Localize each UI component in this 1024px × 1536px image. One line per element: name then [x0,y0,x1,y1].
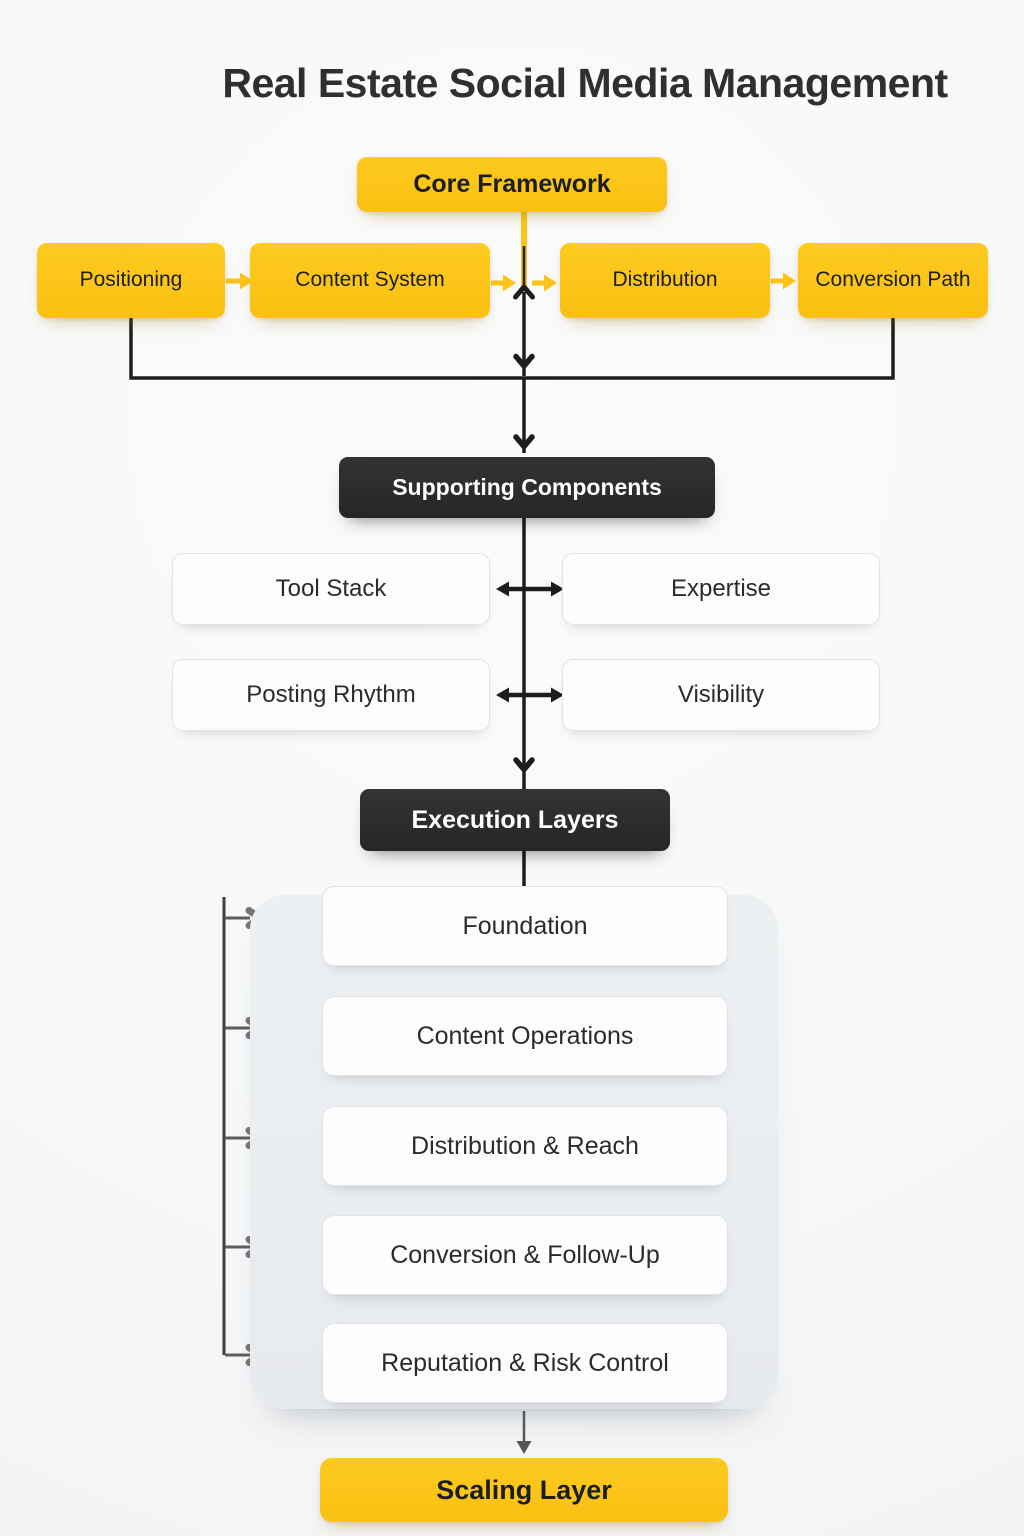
supporting-node-expertise: Expertise [562,553,880,625]
double-arrow-tool-expertise [496,581,564,597]
scaling-layer-node: Scaling Layer [320,1458,728,1522]
execution-node-distribution-reach: Distribution & Reach [322,1106,728,1186]
execution-node-conversion-follow-up: Conversion & Follow-Up [322,1215,728,1295]
core-framework-node: Core Framework [357,157,667,212]
execution-node-reputation-risk-control: Reputation & Risk Control [322,1323,728,1403]
execution-node-content-operations: Content Operations [322,996,728,1076]
supporting-node-posting-rhythm: Posting Rhythm [172,659,490,731]
supporting-components-header: Supporting Components [339,457,715,518]
arrow-core-to-row [513,212,535,300]
framework-node-distribution: Distribution [560,243,770,318]
execution-node-foundation: Foundation [322,886,728,966]
down-arrowheads [513,353,535,773]
double-arrow-rhythm-visibility [496,687,564,703]
framework-node-positioning: Positioning [37,243,225,318]
supporting-node-tool-stack: Tool Stack [172,553,490,625]
page-title: Real Estate Social Media Management [222,60,948,106]
framework-node-conversion-path: Conversion Path [798,243,988,318]
execution-layers-header: Execution Layers [360,789,670,851]
arrow-to-scaling [516,1411,532,1454]
supporting-node-visibility: Visibility [562,659,880,731]
framework-node-content-system: Content System [250,243,490,318]
